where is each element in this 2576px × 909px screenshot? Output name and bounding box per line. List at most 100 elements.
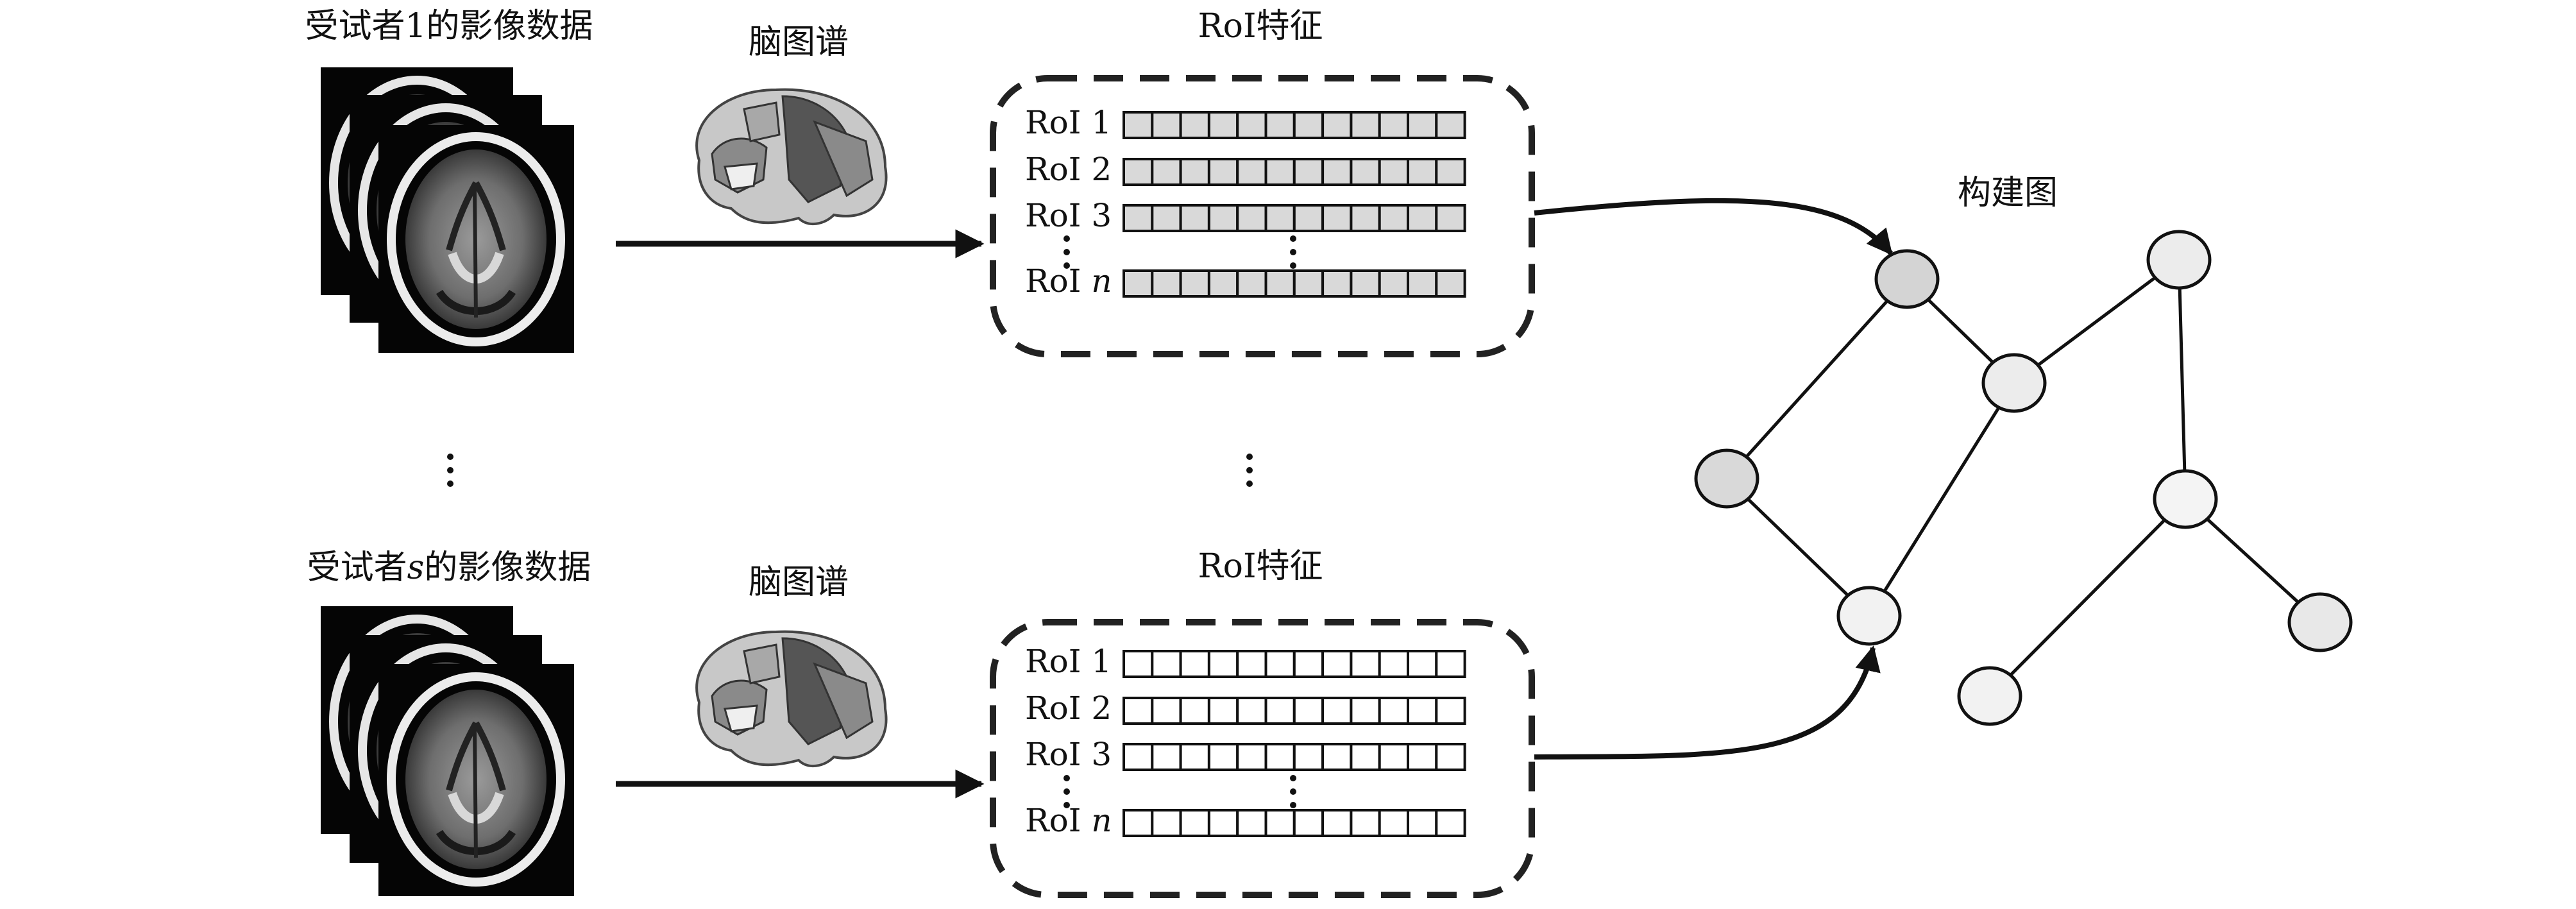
feature-cell xyxy=(1151,697,1182,725)
roi-label-index: 3 xyxy=(1091,197,1112,234)
feature-cell xyxy=(1179,743,1210,771)
feature-cell xyxy=(1151,158,1182,186)
roi-label-index: 1 xyxy=(1091,643,1112,680)
feature-cell xyxy=(1407,743,1438,771)
atlas-1-label: 脑图谱 xyxy=(749,23,849,62)
roi-label-index: 2 xyxy=(1091,151,1112,188)
graph-nodes xyxy=(1694,230,2353,726)
feature-cell xyxy=(1151,204,1182,232)
feature-cell xyxy=(1264,650,1296,678)
feature-cell xyxy=(1292,204,1325,232)
feature-cell xyxy=(1292,269,1325,298)
graph-node xyxy=(1836,586,1902,646)
feature-cell xyxy=(1321,650,1353,678)
feature-cell xyxy=(1435,111,1466,139)
feature-cell xyxy=(1236,158,1267,186)
feature-cell xyxy=(1207,269,1239,298)
feature-cell xyxy=(1292,111,1325,139)
feature-cell xyxy=(1179,809,1210,837)
feature-cell xyxy=(1264,158,1296,186)
feature-cell xyxy=(1350,650,1381,678)
feature-cell xyxy=(1378,809,1409,837)
feature-cell xyxy=(1151,743,1182,771)
feature-cell xyxy=(1407,204,1438,232)
roi-label: RoI 2 xyxy=(1025,690,1112,727)
roi-label-prefix: RoI xyxy=(1025,643,1091,680)
feature-cell xyxy=(1207,809,1239,837)
feature-cell xyxy=(1179,269,1210,298)
feature-cell xyxy=(1123,204,1154,232)
feature-cell xyxy=(1264,204,1296,232)
arrow-to-graph-1 xyxy=(1534,198,1894,256)
feature-cell xyxy=(1179,204,1210,232)
feature-cell xyxy=(1378,269,1409,298)
feature-cell xyxy=(1264,111,1296,139)
feature-cell xyxy=(1236,204,1267,232)
feature-cell xyxy=(1292,697,1325,725)
mri-stack-s xyxy=(321,606,574,896)
feature-cell xyxy=(1207,697,1239,725)
feature-cell xyxy=(1123,743,1154,771)
feature-cell xyxy=(1407,809,1438,837)
feature-cell xyxy=(1321,809,1353,837)
roi-label-prefix: RoI xyxy=(1025,104,1091,141)
mri-slice xyxy=(378,664,574,896)
graph-edge xyxy=(1988,498,2187,697)
roi-label-index: 1 xyxy=(1091,104,1112,141)
roi-label-index: 2 xyxy=(1091,690,1112,727)
feature-cell xyxy=(1207,650,1239,678)
features-1-box xyxy=(990,75,1535,357)
feature-cell xyxy=(1350,158,1381,186)
feature-cell xyxy=(1407,158,1438,186)
feature-cell xyxy=(1236,269,1267,298)
feature-cell xyxy=(1292,650,1325,678)
feature-cell xyxy=(1378,743,1409,771)
graph-node xyxy=(2153,469,2218,529)
graph-node xyxy=(2287,592,2353,652)
feature-cell xyxy=(1179,111,1210,139)
feature-cell xyxy=(1435,697,1466,725)
feature-cell xyxy=(1264,809,1296,837)
brain-atlas-s xyxy=(695,630,888,768)
graph-node xyxy=(1694,448,1759,509)
features-s-box xyxy=(990,619,1535,898)
feature-cell xyxy=(1321,204,1353,232)
feature-cell xyxy=(1264,697,1296,725)
graph-edge xyxy=(1725,278,1908,480)
roi-label-index: n xyxy=(1091,802,1112,839)
roi-label-prefix: RoI xyxy=(1025,197,1091,234)
graph-edge xyxy=(2177,259,2187,500)
feature-cell xyxy=(1123,697,1154,725)
feature-cell xyxy=(1378,111,1409,139)
feature-cell xyxy=(1407,111,1438,139)
feature-cell xyxy=(1378,158,1409,186)
feature-cell xyxy=(1236,743,1267,771)
ellipsis-dots xyxy=(1063,775,1296,808)
feature-cell xyxy=(1407,269,1438,298)
graph-edge xyxy=(1725,477,1870,617)
feature-cell xyxy=(1321,697,1353,725)
ellipsis-dots xyxy=(447,454,1253,487)
feature-cell xyxy=(1179,650,1210,678)
features-s-title: RoI特征 xyxy=(1198,547,1323,586)
feature-cell xyxy=(1236,697,1267,725)
feature-cell xyxy=(1264,743,1296,771)
roi-label-prefix: RoI xyxy=(1025,262,1091,300)
feature-cell xyxy=(1123,650,1154,678)
roi-label: RoI 3 xyxy=(1025,736,1112,773)
feature-cell xyxy=(1350,111,1381,139)
graph-edges xyxy=(1725,258,2321,697)
roi-label: RoI n xyxy=(1025,802,1112,839)
feature-cell xyxy=(1350,204,1381,232)
feature-cell xyxy=(1378,697,1409,725)
graph-node xyxy=(2146,230,2212,290)
feature-cell xyxy=(1435,743,1466,771)
graph-node xyxy=(1957,666,2022,726)
feature-cell xyxy=(1292,743,1325,771)
feature-cell xyxy=(1207,743,1239,771)
features-1-title: RoI特征 xyxy=(1198,7,1323,46)
arrow-to-graph-s xyxy=(1534,645,1881,760)
feature-cell xyxy=(1151,269,1182,298)
atlas-s-label: 脑图谱 xyxy=(749,563,849,602)
